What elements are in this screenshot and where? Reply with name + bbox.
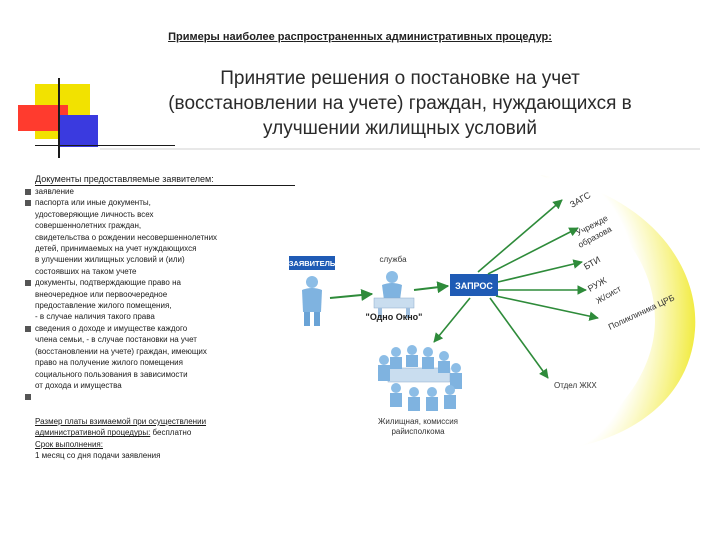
document-line: паспорта или иные документы, xyxy=(35,198,151,208)
arrow-applicant-to-service xyxy=(329,289,374,301)
document-line: предоставление жилого помещения, xyxy=(35,301,172,311)
document-item: документы, подтверждающие право на внеоч… xyxy=(25,277,273,323)
documents-heading: Документы предоставляемые заявителем: xyxy=(35,174,295,186)
document-item: заявление xyxy=(25,186,273,197)
target-housing-dept: Отдел ЖКХ xyxy=(554,381,597,390)
commission-label-2: райисполкома xyxy=(391,427,445,436)
term-value: 1 месяц со дня подачи заявления xyxy=(35,451,161,461)
yellow-arc xyxy=(540,175,696,450)
term-label: Срок выполнения: xyxy=(35,439,103,449)
decor-horizontal-line xyxy=(35,145,175,146)
document-line: сведения о доходе и имуществе каждого xyxy=(35,323,188,333)
document-line: от дохода и имущества xyxy=(35,380,122,390)
document-line: заявление xyxy=(35,187,74,196)
fee-label: Размер платы взимаемой при осуществлении xyxy=(35,417,207,426)
arrow-to-polyclinic xyxy=(495,295,599,321)
title-line: улучшении жилищных условий xyxy=(263,118,537,139)
arrow-to-housing-dept xyxy=(489,297,549,379)
document-line: внеочередное или первоочередное xyxy=(35,289,168,299)
service-label: служба xyxy=(379,255,407,264)
document-line: (восстановлении на учете) граждан, имеющ… xyxy=(35,346,207,356)
arrow-to-institutions xyxy=(487,227,579,275)
request-label: ЗАПРОС xyxy=(455,281,493,291)
applicant-label: ЗАЯВИТЕЛЬ xyxy=(289,259,336,268)
document-line: члена семьи, - в случае постановки на уч… xyxy=(35,335,197,345)
bullet-icon xyxy=(25,189,31,195)
document-line: свидетельства о рождении несовершеннолет… xyxy=(35,232,218,242)
documents-list: заявление паспорта или иные документы, у… xyxy=(25,186,273,401)
applicant-figure xyxy=(302,276,322,326)
document-line: - в случае наличия такого права xyxy=(35,312,155,322)
commission-label-1: Жилищная, комиссия xyxy=(378,417,458,426)
commission-group xyxy=(378,345,462,411)
one-window-label: "Одно Окно" xyxy=(366,312,423,322)
bullet-icon xyxy=(25,280,31,287)
decor-blue-square xyxy=(58,115,98,147)
title-underline xyxy=(100,148,700,150)
document-line: в улучшении жилищных условий и (или) xyxy=(35,255,185,265)
fee-value: бесплатно xyxy=(150,428,192,438)
arrow-to-btu xyxy=(497,259,583,283)
page-title: Принятие решения о постановке на учет (в… xyxy=(100,66,700,141)
arrow-to-commission xyxy=(433,297,471,343)
document-line: удостоверяющие личность всех xyxy=(35,209,154,219)
applicant-box xyxy=(289,256,335,270)
bullet-icon xyxy=(25,200,31,207)
title-line: Принятие решения о постановке на учет xyxy=(220,68,580,89)
document-line: право на получение жилого помещения xyxy=(35,358,183,368)
arrow-to-zags xyxy=(477,199,563,273)
page-caption: Примеры наиболее распространенных админи… xyxy=(168,31,552,43)
decor-vertical-line xyxy=(58,78,60,158)
arrow-service-to-request xyxy=(413,281,450,294)
request-box xyxy=(450,274,498,296)
service-desk xyxy=(373,271,415,318)
bullet-icon xyxy=(25,394,31,401)
document-line: совершеннолетних граждан, xyxy=(35,221,142,231)
bullet-icon xyxy=(25,325,31,332)
document-item: паспорта или иные документы, удостоверяю… xyxy=(25,197,273,277)
fees-block: Размер платы взимаемой при осуществлении… xyxy=(35,416,275,462)
document-line: социального пользования в зависимости xyxy=(35,369,188,379)
title-line: (восстановлении на учете) граждан, нужда… xyxy=(168,93,632,114)
fee-label-2: административной процедуры: xyxy=(35,428,151,438)
document-line: детей, принимаемых на учет нуждающихся xyxy=(35,244,197,254)
document-line: документы, подтверждающие право на xyxy=(35,278,181,288)
document-item: сведения о доходе и имуществе каждого чл… xyxy=(25,323,273,391)
target-btu: БТИ xyxy=(582,254,602,271)
document-line: состоявших на таком учете xyxy=(35,266,137,276)
